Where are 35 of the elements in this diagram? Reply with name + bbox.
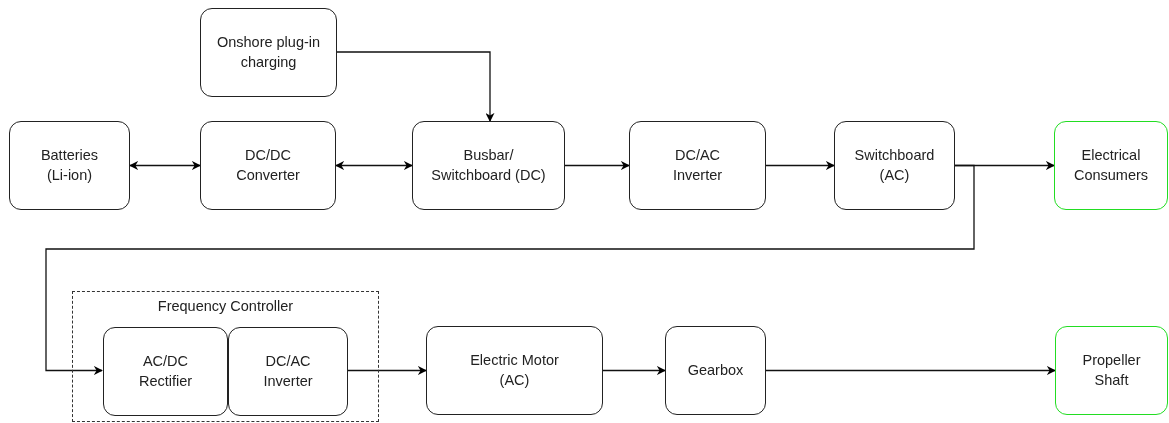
box-label: Electric Motor (AC) [469,350,560,390]
process-box [103,327,228,416]
arrow [765,161,835,170]
box-label: DC/DC Converter [235,145,301,185]
group-frame [72,291,379,422]
box-label: Batteries (Li-ion) [39,145,100,185]
box-label: DC/AC Inverter [671,145,724,185]
arrow [336,51,495,122]
process-box [629,121,766,210]
box-label: Gearbox [687,360,744,380]
box-label: Onshore plug-in charging [215,32,322,72]
process-box [1055,326,1168,415]
process-box [412,121,565,210]
box-label: DC/AC Inverter [262,351,314,391]
process-box [426,326,603,415]
arrow [45,164,975,375]
group-title: Frequency Controller [157,297,294,316]
arrow [564,161,630,170]
process-box [200,8,337,97]
box-label: Switchboard (AC) [853,145,936,185]
process-box [665,326,766,415]
box-label: Propeller Shaft [1081,350,1142,390]
process-box [834,121,955,210]
box-label: AC/DC Rectifier [137,351,194,391]
process-box [200,121,336,210]
arrow [129,161,201,170]
box-label: Busbar/ Switchboard (DC) [430,145,547,185]
arrow [346,366,427,375]
process-box [9,121,130,210]
process-box [1054,121,1168,210]
process-box [228,327,348,416]
arrow [765,366,1056,375]
box-label: Electrical Consumers [1072,145,1150,185]
arrow [335,161,413,170]
arrow [602,366,666,375]
